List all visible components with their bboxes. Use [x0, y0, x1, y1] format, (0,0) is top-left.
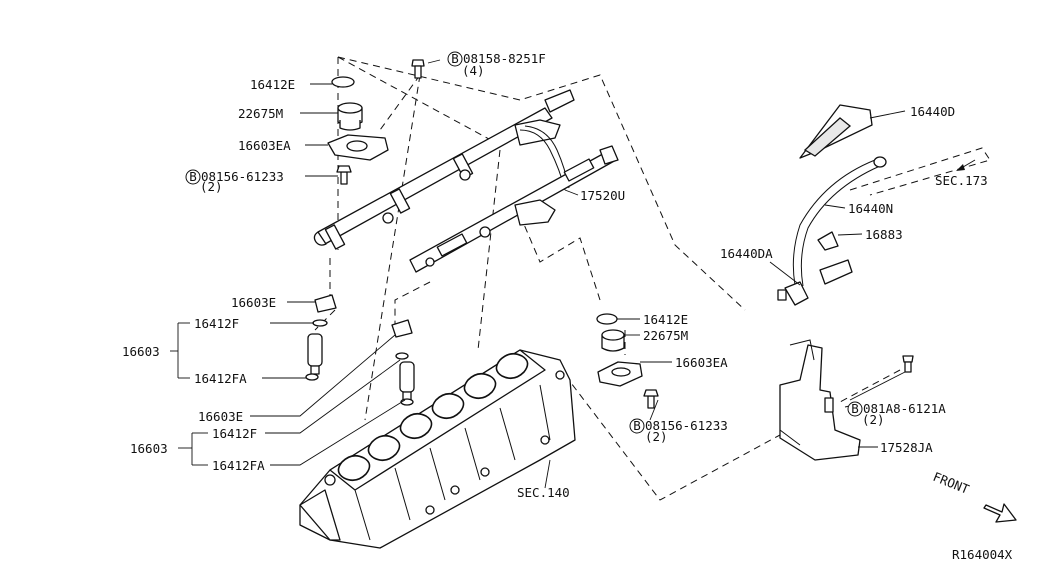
fuel-injector-lower [391, 319, 415, 406]
bolt-marker-mid-letter: B [633, 418, 641, 433]
label-bolt-right-number: 081A8-6121A [863, 401, 946, 416]
label-17520u: 17520U [580, 188, 625, 203]
label-16603e-upper: 16603E [231, 295, 276, 310]
fuel-damper-assembly-mid [596, 313, 659, 409]
bolt-marker-top-letter: B [451, 51, 459, 66]
label-sec140: SEC.140 [517, 485, 570, 500]
fuel-hose-bracket [779, 339, 914, 461]
part-labels: 16412E 22675M 16603EA 08158-8251F (4) 08… [122, 51, 1013, 562]
label-16440d: 16440D [910, 104, 955, 119]
label-16412e-mid: 16412E [643, 312, 688, 327]
bolt-marker-right-letter: B [851, 401, 859, 416]
bolt-marker-left-letter: B [189, 169, 197, 184]
fuel-feed-hose [777, 104, 887, 306]
label-16883: 16883 [865, 227, 903, 242]
bolt-marker-right: B [847, 401, 863, 417]
label-22675m-top: 22675M [238, 106, 283, 121]
label-16412f-upper: 16412F [194, 316, 239, 331]
label-16412e-top: 16412E [250, 77, 295, 92]
label-16412fa-lower: 16412FA [212, 458, 265, 473]
label-16603-upper: 16603 [122, 344, 160, 359]
label-22675m-mid: 22675M [643, 328, 688, 343]
label-bolt-mid-qty: (2) [645, 429, 668, 444]
label-16440n: 16440N [848, 201, 893, 216]
bolt-marker-mid: B [629, 418, 645, 434]
bolt-marker-top: B [447, 51, 463, 67]
label-sec173: SEC.173 [935, 173, 988, 188]
diagram-reference-code: R164004X [952, 547, 1013, 562]
label-bolt-left-number: 08156-61233 [201, 169, 284, 184]
label-16603ea-top: 16603EA [238, 138, 291, 153]
fuel-damper-assembly-top [327, 76, 389, 185]
label-bolt-left-qty: (2) [200, 179, 223, 194]
label-bolt-top-qty: (4) [462, 63, 485, 78]
label-16440da: 16440DA [720, 246, 773, 261]
label-16603-lower: 16603 [130, 441, 168, 456]
intake-manifold [299, 349, 576, 549]
label-16412fa-upper: 16412FA [194, 371, 247, 386]
fuel-rail-left-bank [313, 89, 575, 250]
fuel-rail-right-bank [409, 145, 619, 273]
label-bolt-mid-number: 08156-61233 [645, 418, 728, 433]
label-front: FRONT [931, 469, 972, 497]
label-16603e-lower: 16603E [198, 409, 243, 424]
label-17528ja: 17528JA [880, 440, 933, 455]
label-bolt-right-qty: (2) [862, 412, 885, 427]
label-bolt-top-number: 08158-8251F [463, 51, 546, 66]
bolt-marker-left: B [185, 169, 201, 185]
leader-lines [170, 59, 906, 489]
front-arrow [983, 503, 1017, 523]
label-16412f-lower: 16412F [212, 426, 257, 441]
label-16603ea-mid: 16603EA [675, 355, 728, 370]
bolt-top [411, 59, 425, 79]
sec173-arrow [956, 159, 976, 171]
fuel-injector-upper [305, 294, 337, 381]
dashed-reference-lines [314, 56, 991, 501]
